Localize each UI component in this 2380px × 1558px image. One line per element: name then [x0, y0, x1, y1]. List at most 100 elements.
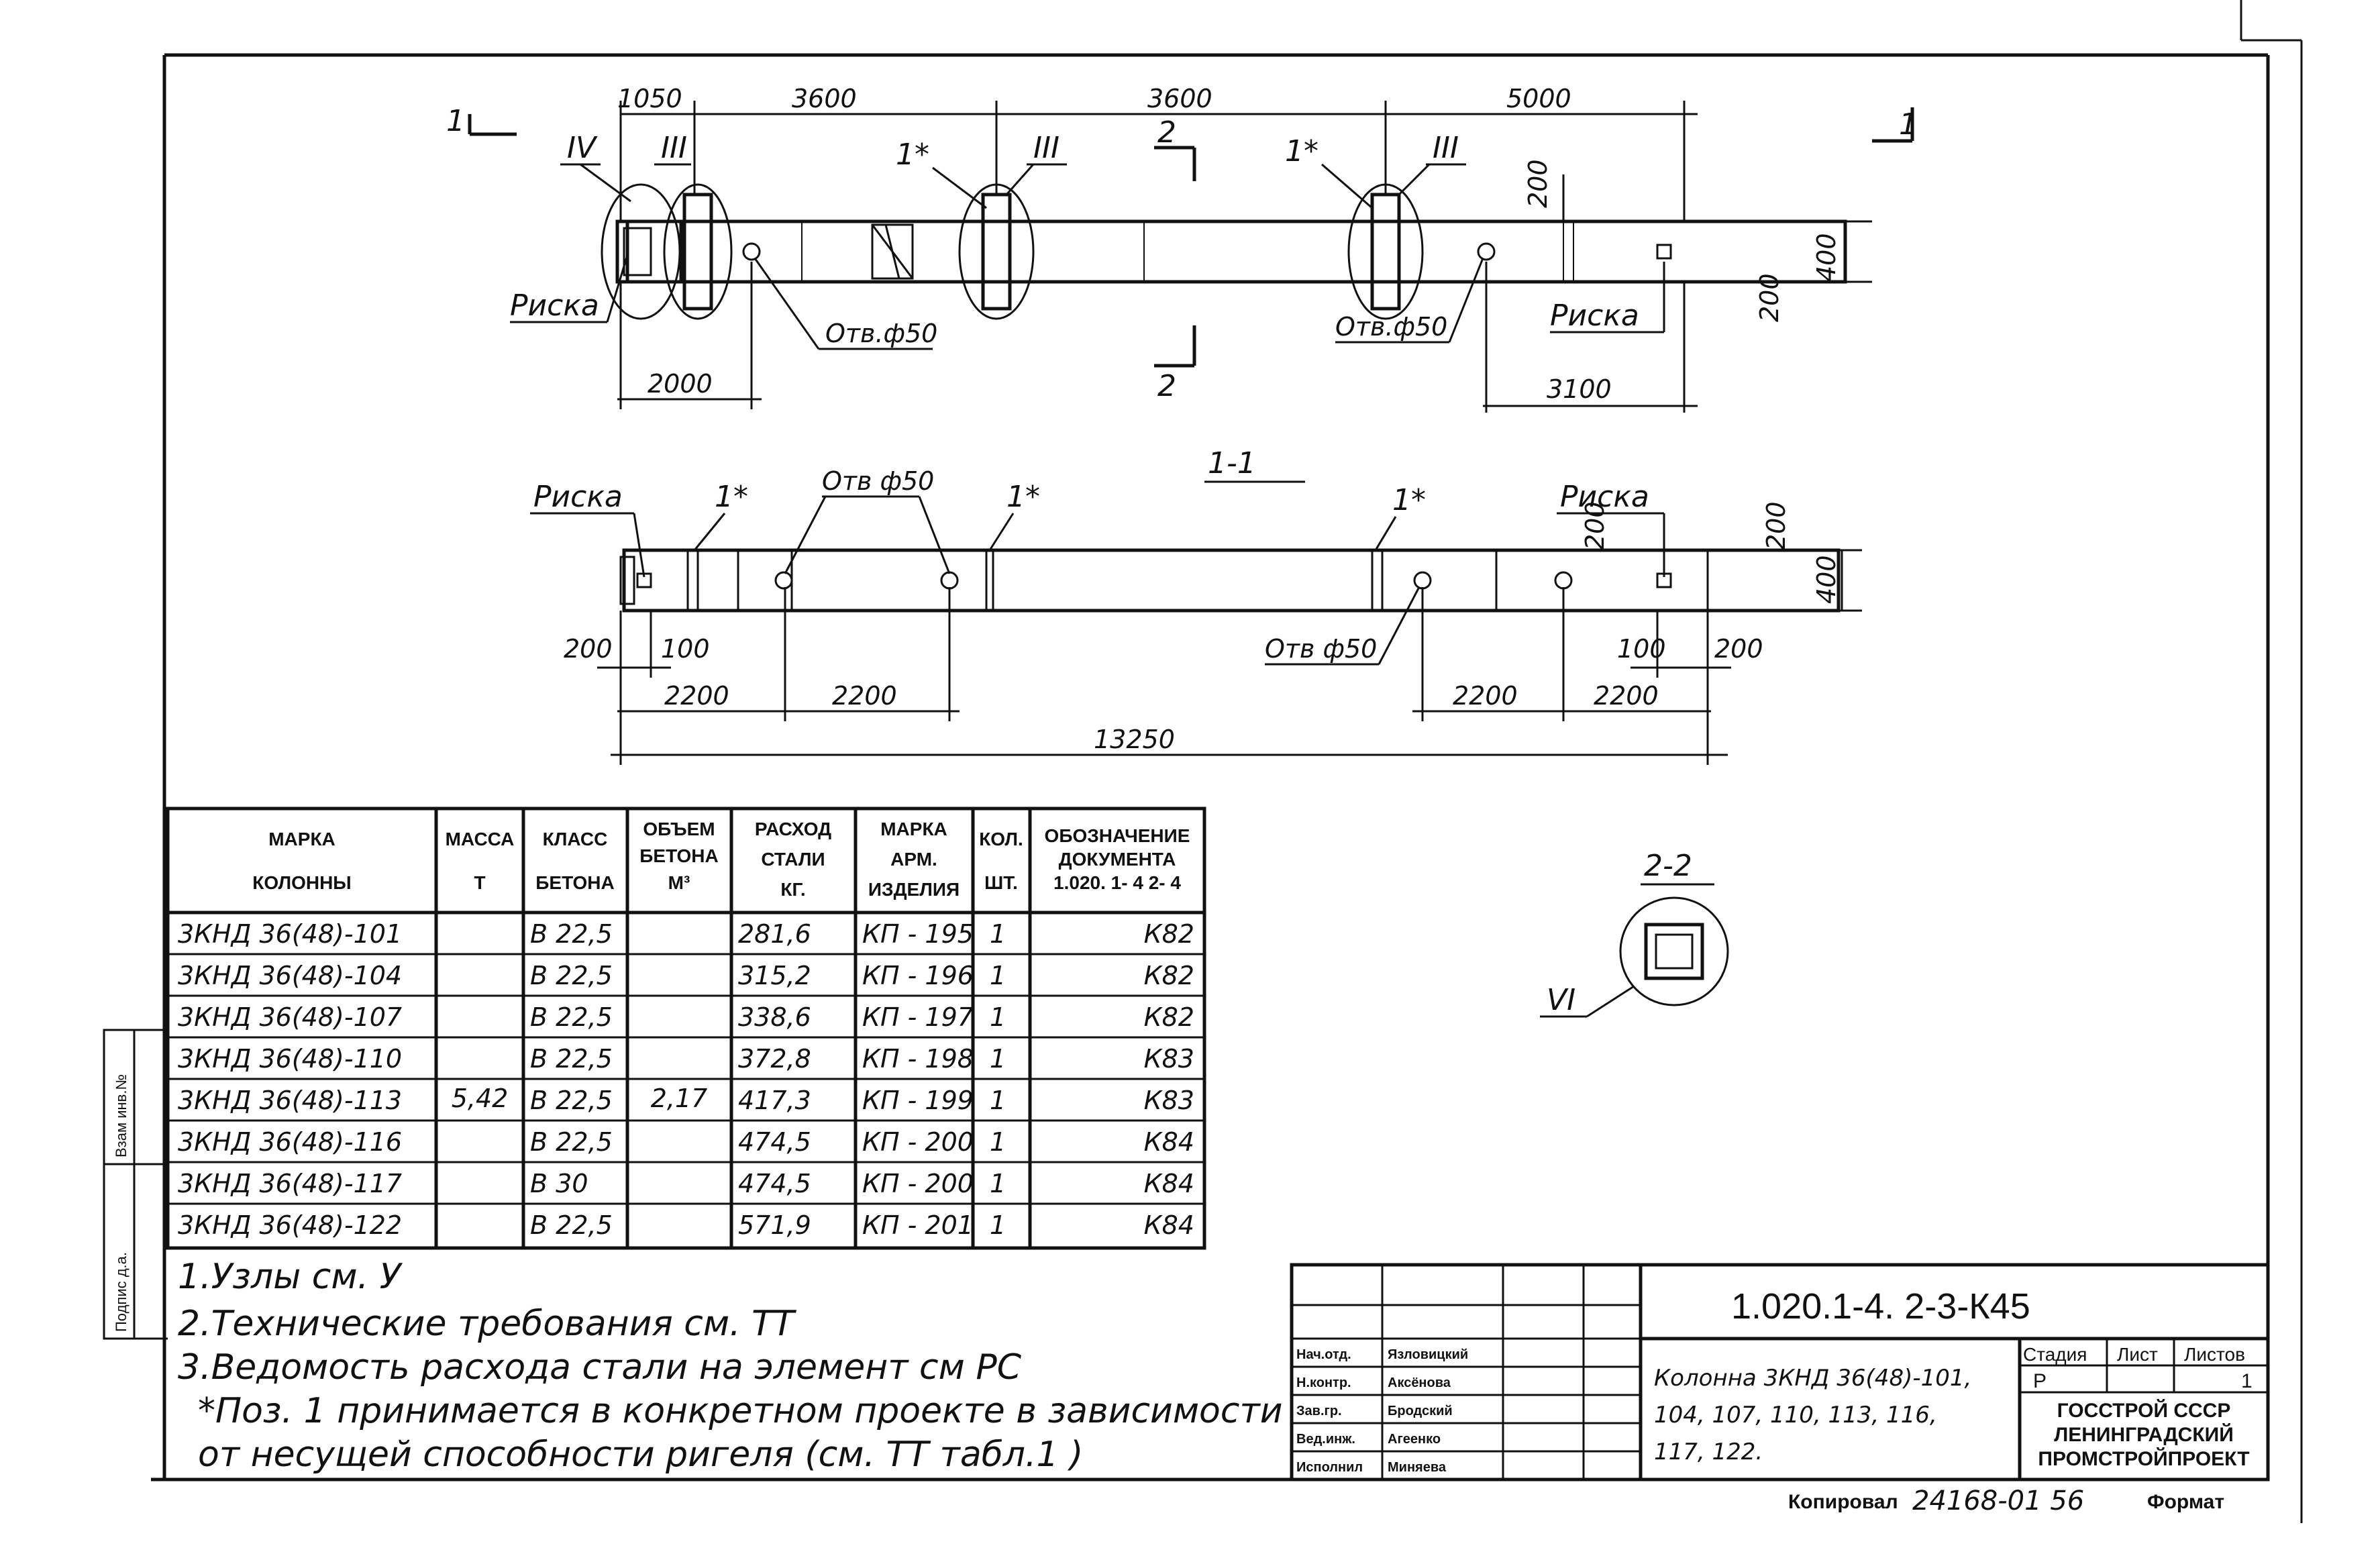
- org-line-2: ЛЕНИНГРАДСКИЙ: [2054, 1423, 2234, 1446]
- table-row: 3КНД 36(48)-104 В 22,5 315,2 КП - 196 1 …: [178, 961, 1194, 990]
- plan-hole-label-a: Отв.ф50: [825, 319, 937, 348]
- footer-format: Формат: [2147, 1491, 2224, 1513]
- section-dim-200-right: 200: [1714, 634, 1763, 664]
- plan-risk-label-b: Риска: [1550, 299, 1639, 333]
- cell-qty: 1: [990, 961, 1006, 990]
- th-doc-3: 1.020. 1- 4 2- 4: [1053, 872, 1181, 893]
- plan-dim-400: 400: [1812, 233, 1841, 282]
- spec-table: МАРКА КОЛОННЫ МАССА Т КЛАСС БЕТОНА ОБЪЕМ…: [166, 807, 1206, 1250]
- th-mark-1: МАРКА: [268, 829, 335, 849]
- table-row: 3КНД 36(48)-117 В 30 474,5 КП - 200 1 К8…: [178, 1169, 1194, 1198]
- role-1: Нач.отд.: [1296, 1347, 1351, 1362]
- org-line-3: ПРОМСТРОЙПРОЕКТ: [2038, 1447, 2249, 1470]
- title-block: Нач.отд. Язловицкий Н.контр. Аксёнова За…: [1290, 1263, 2270, 1516]
- th-mass-1: МАССА: [446, 829, 515, 849]
- cell-qty: 1: [990, 1086, 1006, 1115]
- th-doc-1: ОБОЗНАЧЕНИЕ: [1045, 825, 1190, 846]
- cell-qty: 1: [990, 1002, 1006, 1032]
- cell-steel: 474,5: [738, 1127, 811, 1157]
- cell-steel: 281,6: [738, 919, 811, 949]
- cell-arm: КП - 200: [862, 1169, 974, 1198]
- th-vol-3: М³: [668, 872, 690, 893]
- cell-class: В 22,5: [530, 961, 613, 990]
- plan-risk-label-a: Риска: [510, 289, 599, 323]
- cell-qty: 1: [990, 1169, 1006, 1198]
- footer-copied: Копировал: [1788, 1491, 1898, 1513]
- th-arm-2: АРМ.: [890, 849, 937, 870]
- table-row: 3КНД 36(48)-113 В 22,5 417,3 КП - 199 1 …: [178, 1086, 1194, 1115]
- plan-dim-3100: 3100: [1547, 374, 1612, 404]
- th-class-2: БЕТОНА: [535, 872, 614, 893]
- cell-arm: КП - 199: [862, 1086, 974, 1115]
- role-3: Зав.гр.: [1296, 1404, 1342, 1418]
- cell-arm: КП - 197: [862, 1002, 974, 1032]
- section-dim-100-right: 100: [1617, 634, 1666, 664]
- th-vol-2: БЕТОНА: [639, 845, 718, 866]
- cell-mark: 3КНД 36(48)-110: [178, 1044, 402, 1074]
- cell-steel: 474,5: [738, 1169, 811, 1198]
- cell-doc: К82: [1144, 1002, 1194, 1032]
- section-dim-200-b: 200: [1580, 501, 1610, 550]
- cell-class: В 22,5: [530, 919, 613, 949]
- section-pos-mark-c: 1*: [1392, 483, 1426, 517]
- doc-code: 1.020.1-4. 2-3-К45: [1731, 1286, 2030, 1327]
- name-1: Язловицкий: [1388, 1347, 1468, 1362]
- plan-dim-1050: 1050: [617, 84, 682, 113]
- section-dim-100-left: 100: [661, 634, 710, 664]
- section-1-1: 1-1 Риска Риска 1* 1* 1* Отв ф50: [530, 446, 1862, 765]
- name-4: Агеенко: [1388, 1432, 1441, 1447]
- sheets-value: 1: [2241, 1370, 2253, 1392]
- section-mark-2-top: 2: [1157, 115, 1176, 150]
- cell-qty: 1: [990, 1044, 1006, 1074]
- side-stamp-sign: Подпис д.а.: [113, 1252, 130, 1332]
- section-1-1-title: 1-1: [1208, 446, 1256, 480]
- section-risk-label-a: Риска: [533, 480, 623, 514]
- cell-mark: 3КНД 36(48)-107: [178, 1002, 402, 1032]
- plan-view: 1050 3600 3600 5000 2000 3100 200 200 40…: [446, 84, 1918, 413]
- section-hole-label-a: Отв ф50: [822, 466, 934, 496]
- section-dim-total: 13250: [1094, 725, 1175, 754]
- th-steel-3: КГ.: [780, 879, 805, 900]
- node-mark-iii-a: III: [661, 131, 687, 165]
- cell-arm: КП - 195: [862, 919, 974, 949]
- section-dim-2200-c: 2200: [1453, 681, 1518, 711]
- cell-arm: КП - 200: [862, 1127, 974, 1157]
- cell-class: В 30: [530, 1169, 588, 1198]
- node-mark-iv: IV: [567, 131, 598, 165]
- plan-dim-5000: 5000: [1506, 84, 1571, 113]
- table-row: 3КНД 36(48)-107 В 22,5 338,6 КП - 197 1 …: [178, 1002, 1194, 1032]
- note-2: 2.Технические требования см. ТТ: [178, 1304, 797, 1344]
- cell-arm: КП - 201: [862, 1210, 974, 1240]
- table-row: 3КНД 36(48)-101 В 22,5 281,6 КП - 195 1 …: [178, 919, 1194, 949]
- cell-doc: К83: [1144, 1044, 1194, 1074]
- section-pos-mark-b: 1*: [1006, 480, 1040, 514]
- plan-dim-2000: 2000: [648, 369, 713, 399]
- table-row: 3КНД 36(48)-110 В 22,5 372,8 КП - 198 1 …: [178, 1044, 1194, 1074]
- cell-mark: 3КНД 36(48)-113: [178, 1086, 402, 1115]
- cell-doc: К84: [1144, 1127, 1194, 1157]
- cell-class: В 22,5: [530, 1086, 613, 1115]
- node-mark-iii-b: III: [1033, 131, 1059, 165]
- pos-mark-1-a: 1*: [896, 138, 929, 172]
- section-dim-2200-d: 2200: [1594, 681, 1659, 711]
- notes: 1.Узлы см. У 2.Технические требования см…: [178, 1257, 1283, 1475]
- cell-class: В 22,5: [530, 1002, 613, 1032]
- node-mark-iii-c: III: [1433, 131, 1459, 165]
- cell-mark: 3КНД 36(48)-104: [178, 961, 402, 990]
- cell-class: В 22,5: [530, 1210, 613, 1240]
- cell-doc: К84: [1144, 1169, 1194, 1198]
- cell-mark: 3КНД 36(48)-101: [178, 919, 402, 949]
- th-steel-2: СТАЛИ: [761, 849, 825, 870]
- plan-dim-200-b: 200: [1755, 273, 1784, 322]
- note-3: 3.Ведомость расхода стали на элемент см …: [178, 1347, 1022, 1388]
- section-risk-label-b: Риска: [1560, 480, 1649, 514]
- cell-mark: 3КНД 36(48)-117: [178, 1169, 402, 1198]
- plan-hole-label-b: Отв.ф50: [1335, 312, 1447, 342]
- table-row: 3КНД 36(48)-122 В 22,5 571,9 КП - 201 1 …: [178, 1210, 1194, 1240]
- cell-doc: К82: [1144, 961, 1194, 990]
- title-line-1: Колонна 3КНД 36(48)-101,: [1654, 1365, 1971, 1392]
- section-dim-2200-b: 2200: [832, 681, 897, 711]
- section-mark-1-right: 1: [1899, 107, 1918, 142]
- footer-number: 24168-01 56: [1912, 1486, 2084, 1516]
- th-mark-2: КОЛОННЫ: [252, 872, 351, 893]
